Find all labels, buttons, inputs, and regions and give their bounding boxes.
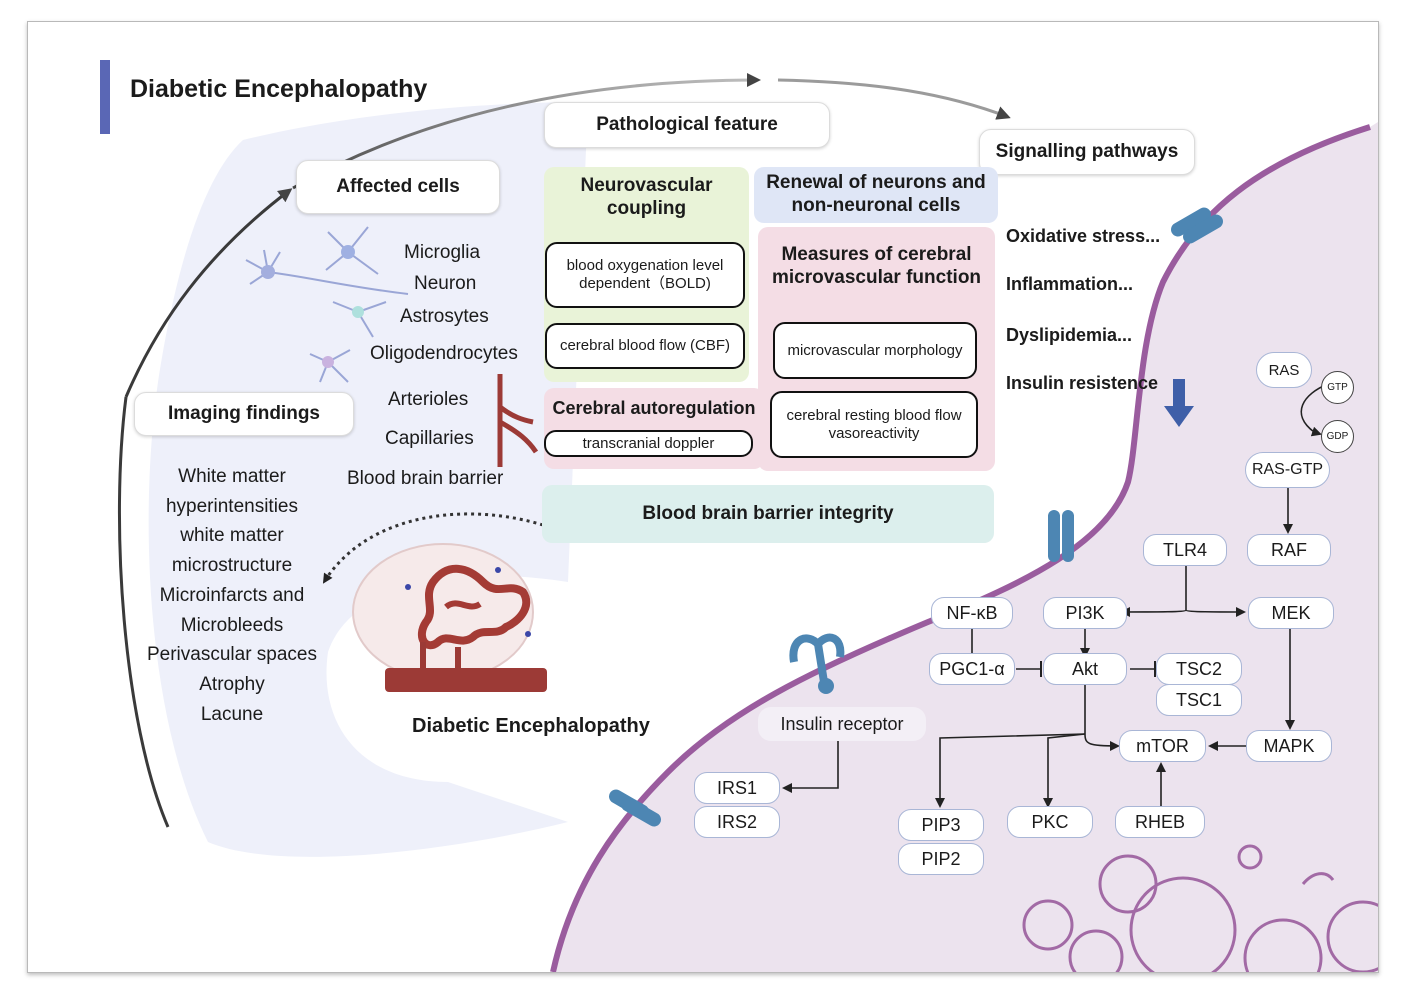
pathway-dyslipidemia: Dyslipidemia... xyxy=(1006,325,1133,345)
cell-blood-brain-barrier: Blood brain barrier xyxy=(347,468,504,489)
node-ras-gtp: RAS-GTP xyxy=(1245,452,1330,488)
brain-illustration xyxy=(352,543,547,692)
node-pi3k: PI3K xyxy=(1043,597,1127,629)
cell-microglia: Microglia xyxy=(404,242,481,263)
node-raf: RAF xyxy=(1247,534,1331,566)
channel-bottom xyxy=(609,789,661,827)
arc-top xyxy=(292,73,761,190)
neurovascular-title: Neurovascular coupling xyxy=(580,175,713,219)
bbb-title: Blood brain barrier integrity xyxy=(642,503,894,524)
node-tsc1: TSC1 xyxy=(1156,684,1242,716)
node-mtor: mTOR xyxy=(1119,730,1206,762)
resting-blood-flow-box: cerebral resting blood flow vasoreactivi… xyxy=(770,391,978,458)
node-irs2: IRS2 xyxy=(694,806,780,838)
cell-capillaries: Capillaries xyxy=(385,428,474,449)
node-nfkb: NF-κB xyxy=(931,597,1013,629)
node-akt: Akt xyxy=(1043,653,1127,685)
measures-title: Measures of cerebral microvascular funct… xyxy=(771,244,982,288)
signal-arrows xyxy=(782,383,1329,808)
neuron-somas xyxy=(261,245,364,368)
autoregulation-title: Cerebral autoregulation xyxy=(552,398,756,418)
node-tsc2: TSC2 xyxy=(1156,653,1242,685)
imaging-item: White matter xyxy=(178,466,286,487)
channel-middle xyxy=(1048,510,1074,562)
cell-arterioles: Arterioles xyxy=(388,389,469,410)
bold-box: blood oxygenation level dependent（BOLD) xyxy=(545,242,745,308)
neuron-illustration xyxy=(245,226,409,383)
imaging-item: Microbleeds xyxy=(180,614,284,636)
imaging-item: white matter xyxy=(180,525,284,547)
node-rheb: RHEB xyxy=(1115,806,1205,838)
left-region-bg xyxy=(148,102,588,857)
node-pkc: PKC xyxy=(1007,806,1093,838)
bbb-panel xyxy=(542,485,994,543)
node-pip3: PIP3 xyxy=(898,809,984,841)
node-mek: MEK xyxy=(1248,597,1334,629)
signalling-pathways-label: Signalling pathways xyxy=(979,129,1195,175)
node-irs1: IRS1 xyxy=(694,772,780,804)
imaging-findings-list: White matter hyperintensities white matt… xyxy=(132,462,332,729)
imaging-item: Perivascular spaces xyxy=(146,644,318,666)
imaging-item: Lacune xyxy=(200,703,264,725)
arc-bottom-left xyxy=(117,396,170,828)
cell-membrane xyxy=(550,124,1371,972)
pathological-feature-label: Pathological feature xyxy=(544,102,830,148)
renewal-panel xyxy=(754,167,998,223)
node-gdp: GDP xyxy=(1321,420,1354,453)
imaging-findings-label: Imaging findings xyxy=(134,392,354,436)
arteriole-icon xyxy=(497,374,539,467)
pathway-inflammation: Inflammation... xyxy=(1006,274,1134,294)
imaging-item: Atrophy xyxy=(199,673,265,695)
cbf-box: cerebral blood flow (CBF) xyxy=(545,323,745,369)
cell-oligodendrocytes: Oligodendrocytes xyxy=(370,343,518,364)
arc-right xyxy=(777,78,1011,120)
node-ras: RAS xyxy=(1256,352,1312,388)
renewal-title: Renewal of neurons and non-neuronal cell… xyxy=(766,172,986,216)
cell-astrocytes: Astrosytes xyxy=(400,306,489,327)
pathway-oxidative-stress: Oxidative stress... xyxy=(1006,226,1161,246)
channel-top xyxy=(1171,207,1223,244)
node-tlr4: TLR4 xyxy=(1143,534,1227,566)
node-pip2: PIP2 xyxy=(898,843,984,875)
figure-frame: Diabetic Encephalopathy Pathological fea… xyxy=(27,21,1379,973)
organelles xyxy=(1022,844,1378,972)
cell-neuron: Neuron xyxy=(414,273,477,294)
imaging-item: hyperintensities xyxy=(165,495,299,517)
transcranial-doppler-box: transcranial doppler xyxy=(544,430,753,457)
brain-label: Diabetic Encephalopathy xyxy=(412,715,650,737)
node-gtp: GTP xyxy=(1321,371,1354,404)
dotted-arrow xyxy=(322,512,544,584)
node-mapk: MAPK xyxy=(1246,730,1332,762)
node-insulin-receptor: Insulin receptor xyxy=(758,707,926,741)
imaging-item: Microinfarcts and xyxy=(159,584,305,606)
imaging-item: microstructure xyxy=(171,555,293,577)
affected-cells-label: Affected cells xyxy=(296,160,500,214)
node-pgc1a: PGC1-α xyxy=(929,653,1015,685)
pathway-insulin-resistance: Insulin resistence xyxy=(1006,373,1159,393)
arc-left xyxy=(124,188,293,398)
down-arrow xyxy=(1164,379,1194,427)
page-title: Diabetic Encephalopathy xyxy=(130,75,428,103)
microvascular-morphology-box: microvascular morphology xyxy=(773,322,977,379)
title-accent-bar xyxy=(100,60,110,134)
insulin-receptor-shape xyxy=(789,633,845,683)
